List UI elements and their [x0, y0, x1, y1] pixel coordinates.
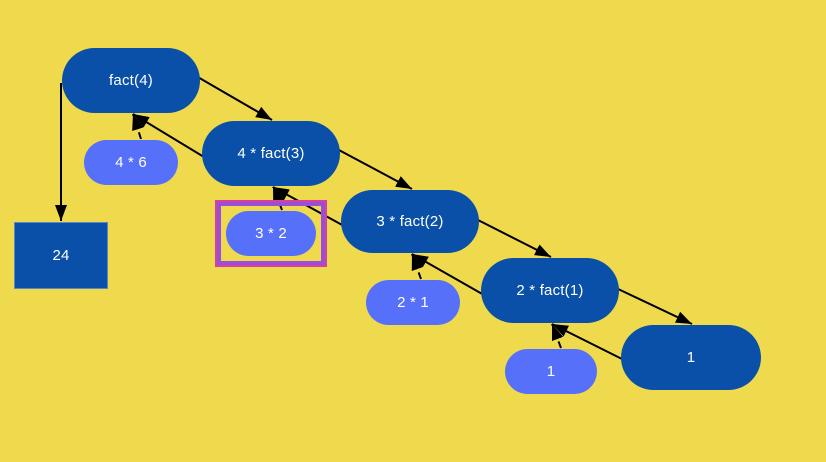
node-label: 2 * fact(1): [516, 282, 584, 299]
node-label: 4 * fact(3): [237, 145, 305, 162]
node-call4[interactable]: fact(4): [62, 48, 200, 113]
node-val1[interactable]: 1: [505, 349, 597, 394]
node-result[interactable]: 24: [14, 222, 108, 289]
edge-call1-to-base1[interactable]: [615, 287, 693, 325]
node-call3[interactable]: 4 * fact(3): [202, 121, 340, 186]
node-label: 1: [546, 363, 556, 380]
node-label: fact(4): [109, 72, 153, 89]
edge-call3-to-call2[interactable]: [336, 148, 413, 190]
edge-call2-to-call1[interactable]: [475, 218, 552, 258]
edge-val1-to-call1[interactable]: [551, 323, 564, 349]
node-val46[interactable]: 4 * 6: [84, 140, 178, 185]
node-label: 1: [686, 349, 696, 366]
node-base1[interactable]: 1: [621, 325, 761, 390]
node-label: 3 * fact(2): [376, 213, 444, 230]
edge-call4-to-call3[interactable]: [195, 75, 273, 121]
node-val21[interactable]: 2 * 1: [366, 280, 460, 325]
node-call1[interactable]: 2 * fact(1): [481, 258, 619, 323]
edge-val21-to-call2[interactable]: [411, 253, 424, 280]
node-label: 4 * 6: [115, 154, 147, 171]
node-label: 2 * 1: [397, 294, 429, 311]
node-val32[interactable]: 3 * 2: [226, 211, 316, 256]
edge-val46-to-call4[interactable]: [132, 113, 144, 140]
node-label: 24: [52, 247, 70, 264]
node-label: 3 * 2: [255, 225, 287, 242]
node-call2[interactable]: 3 * fact(2): [341, 190, 479, 253]
edge-val32-to-call3[interactable]: [272, 186, 285, 211]
